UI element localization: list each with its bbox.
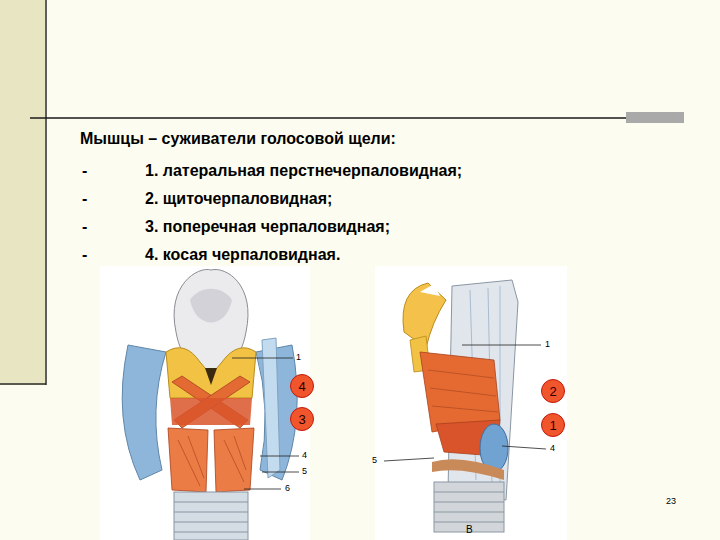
figure-ground [375,266,567,540]
muscle-fibres [178,436,246,486]
thyroid-lamina [122,345,166,480]
list-dash: - [82,190,87,208]
callout-number: 4 [550,443,555,453]
callout-number: 1 [549,419,556,432]
header-accent [626,112,684,123]
leader-line [462,345,541,346]
cricothyroid-edge [432,459,504,480]
list-item: 3. поперечная черпаловидная; [145,218,390,236]
epiglottis-highlight [420,284,440,296]
callout-circle: 4 [290,374,314,398]
figure-letter: В [466,524,473,536]
side-band-bottom [0,383,46,385]
callout-circle: 2 [541,379,565,403]
callout-number: 5 [372,455,377,465]
thyroarytenoid-muscle [420,352,500,432]
list-dash: - [82,218,87,236]
callout-circle: 1 [541,413,565,437]
posterior-cricoarytenoid-muscle [214,428,254,492]
muscle-fibres [428,370,498,412]
callout-number: 4 [302,450,307,460]
side-band-edge [45,0,47,385]
larynx-posterior [100,266,310,540]
header-rule [30,117,682,119]
larynx-lateral [375,266,567,540]
leader-line [384,458,434,461]
arytenoid-cartilage [166,348,256,398]
leader-line [244,489,281,490]
list-dash: - [82,162,87,180]
trachea [174,492,248,540]
laryngeal-inlet [205,368,217,385]
callout-number: 6 [285,483,290,493]
list-item: 4. косая черпаловидная. [145,246,340,264]
callout-number: 5 [302,466,307,476]
slide-title: Мышцы – суживатели голосовой щели: [80,130,396,148]
side-band [0,0,45,385]
callout-circle: 3 [290,407,314,431]
tracheal-rings [434,492,504,522]
callout-number: 1 [545,339,550,349]
figure-ground [100,266,310,540]
tracheal-rings [174,502,248,532]
list-item: 1. латеральная перстнечерпаловидная; [145,162,462,180]
callout-number: 2 [549,385,556,398]
leader-line [262,472,299,473]
epiglottis-shade [190,289,232,323]
callout-number: 1 [296,352,301,362]
thyroid-horn [262,338,280,478]
leader-line [502,446,546,449]
list-item: 2. щиточерпаловидная; [145,190,332,208]
list-dash: - [82,246,87,264]
callout-number: 3 [298,413,305,426]
leader-line [260,456,299,457]
leader-line [232,358,293,359]
page-number: 23 [666,496,676,506]
transverse-arytenoid-muscle [170,398,252,425]
callout-number: 4 [298,380,305,393]
